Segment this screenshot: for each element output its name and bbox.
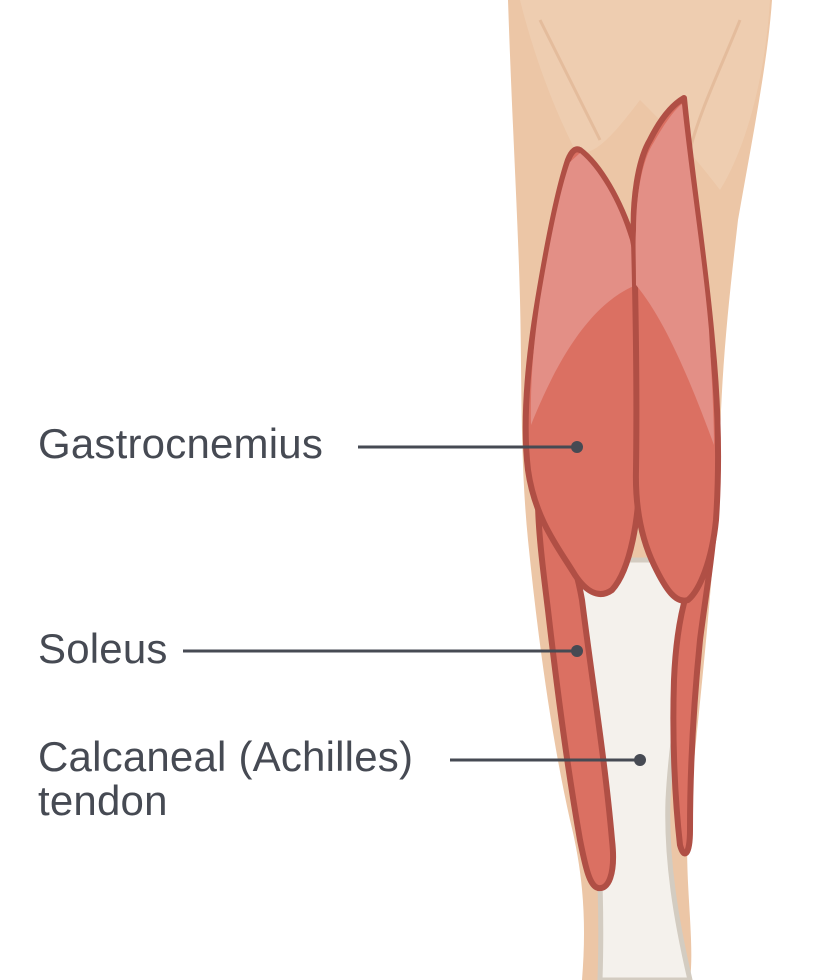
- gastrocnemius-pointer-dot: [571, 441, 583, 453]
- calcaneal-tendon-label: Calcaneal (Achilles) tendon: [38, 735, 413, 823]
- soleus-label: Soleus: [38, 625, 168, 672]
- knee-contour-left: [538, 19, 602, 141]
- gastrocnemius-label: Gastrocnemius: [38, 420, 324, 467]
- gastrocnemius-lateral-highlight: [635, 104, 714, 445]
- soleus-pointer-dot: [571, 645, 583, 657]
- calcaneal-tendon-label-line2: tendon: [38, 777, 168, 824]
- calcaneal-pointer-dot: [634, 754, 646, 766]
- calcaneal-tendon-label-line1: Calcaneal (Achilles): [38, 733, 414, 780]
- gastrocnemius-medial-highlight: [530, 153, 636, 425]
- knee-contour-right: [688, 19, 742, 151]
- knee-shading: [520, 0, 770, 190]
- soleus-left: [535, 497, 616, 892]
